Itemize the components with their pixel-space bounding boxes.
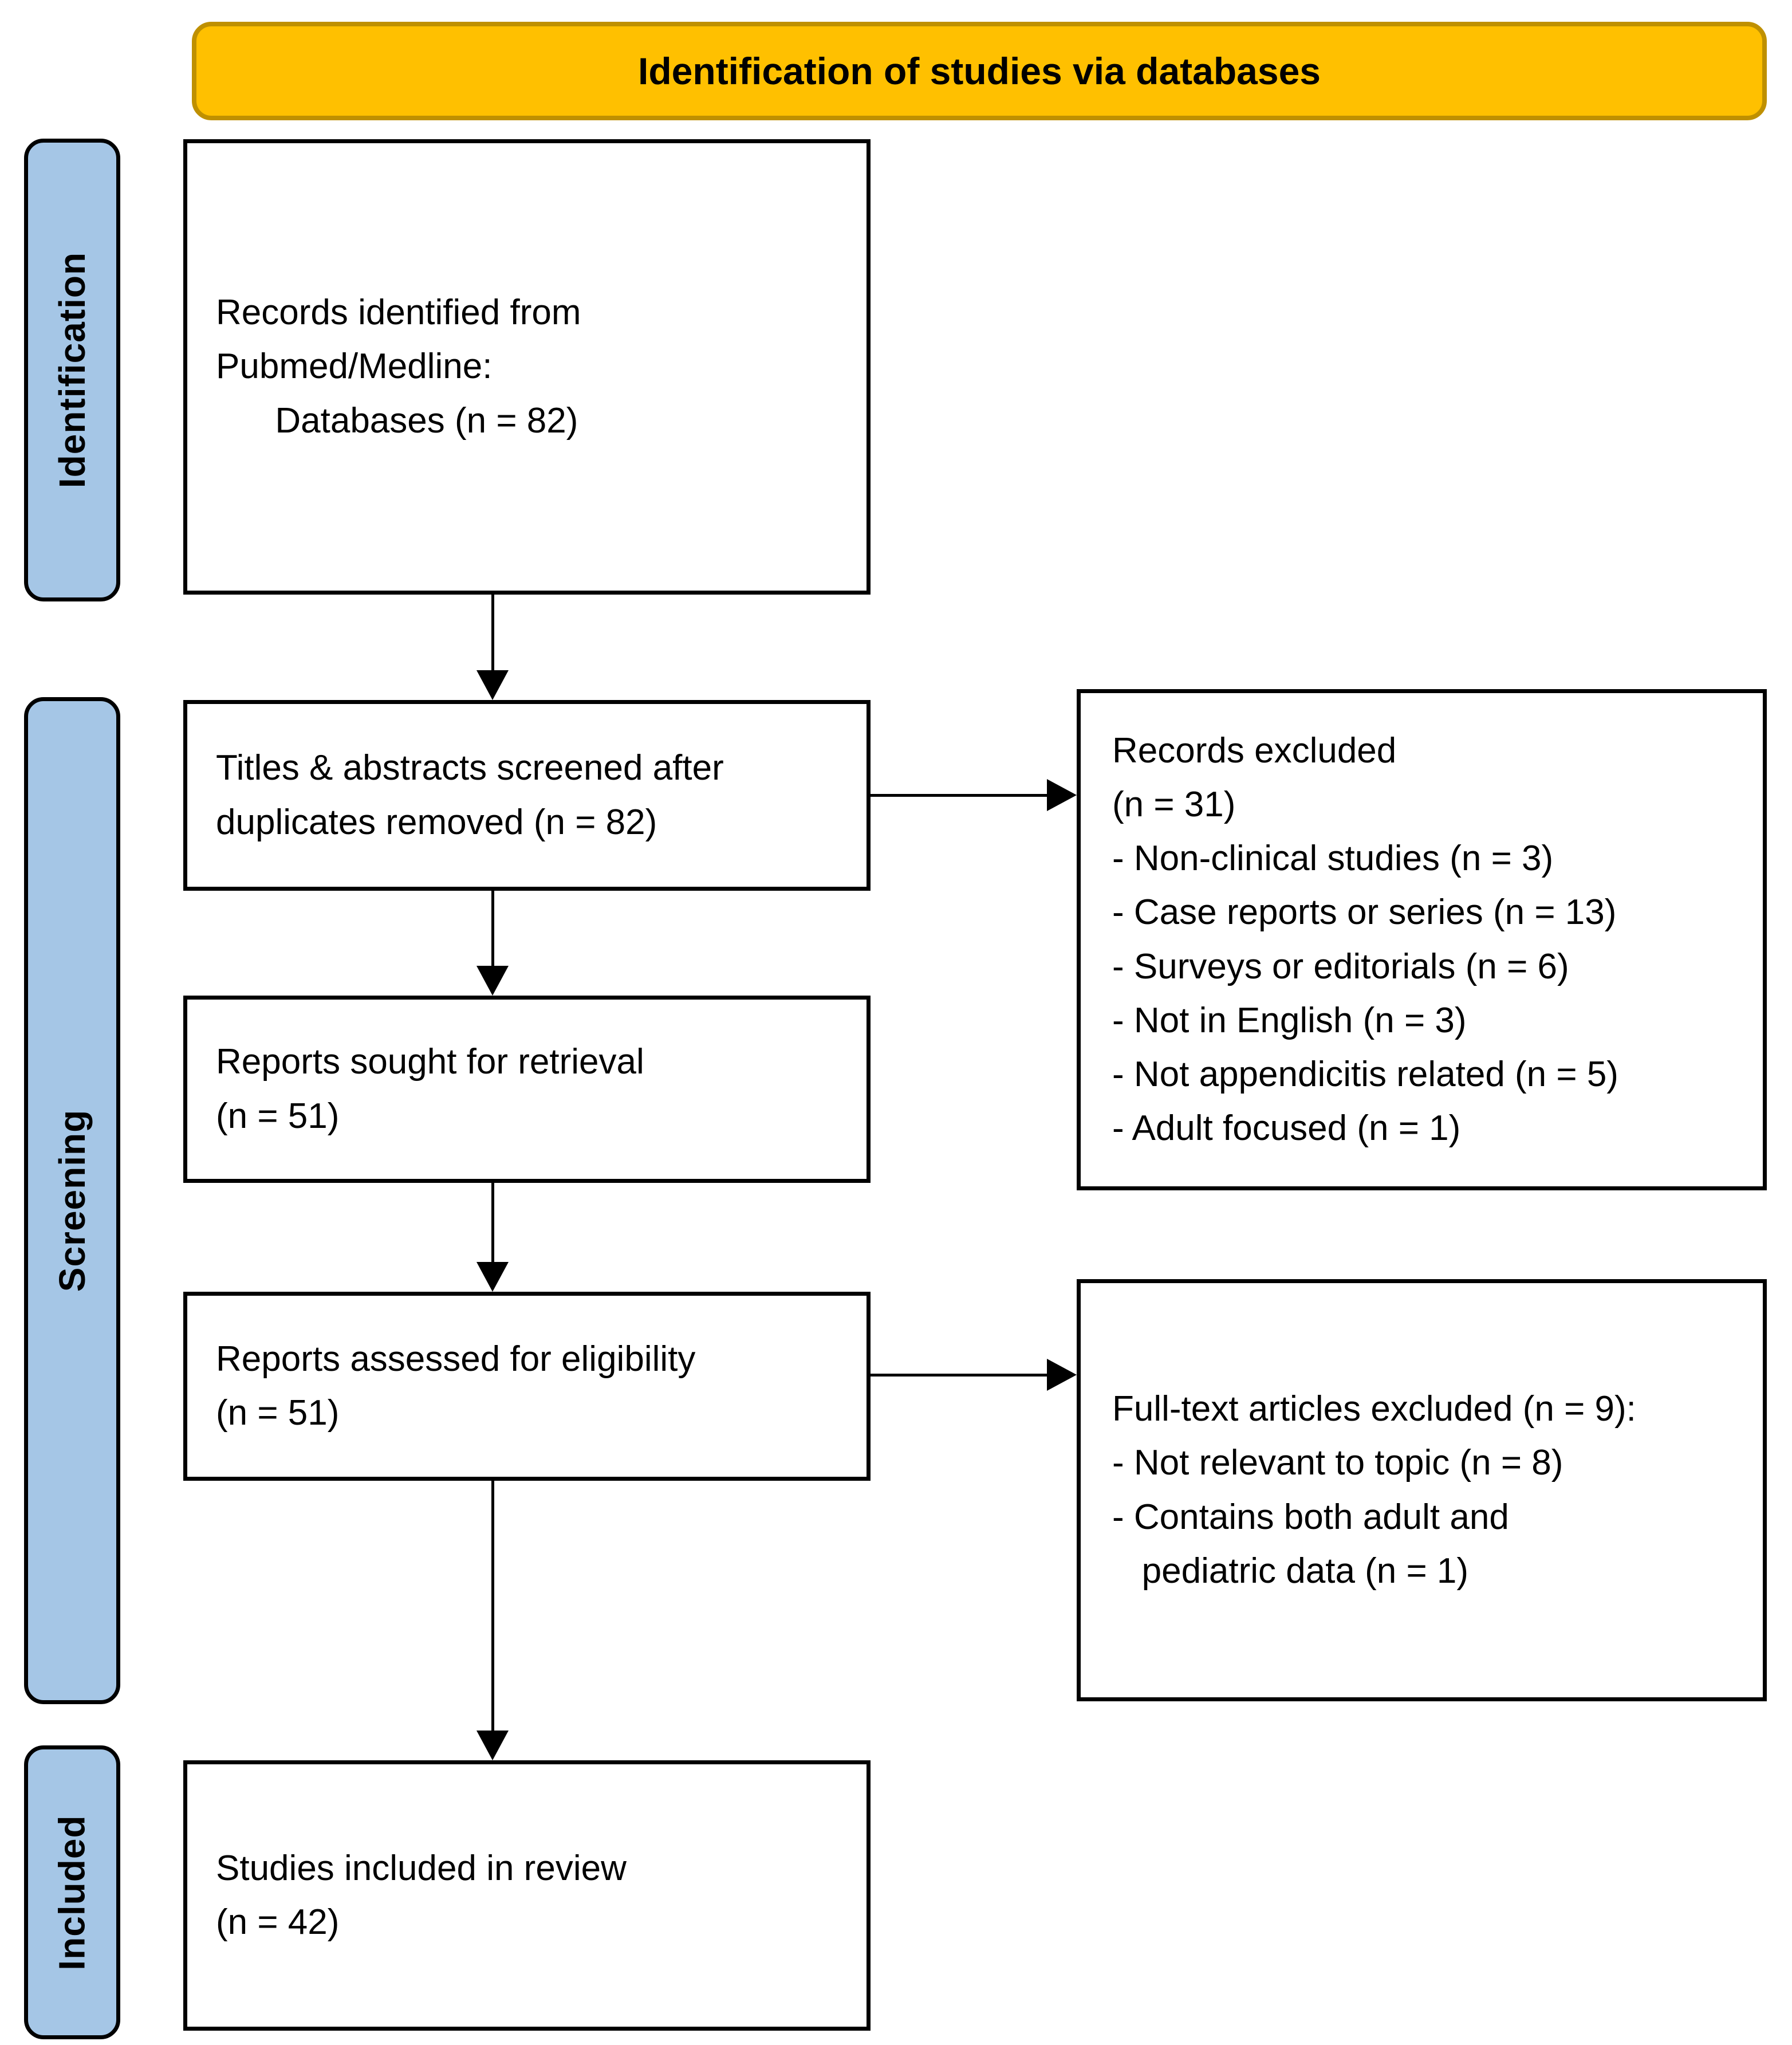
flow-box-studies-included: Studies included in review (n = 42) <box>183 1760 871 2031</box>
arrowhead-right-icon <box>1047 779 1077 811</box>
banner-identification-of-studies: Identification of studies via databases <box>192 22 1767 120</box>
box-text: Reports assessed for eligibility (n = 51… <box>216 1339 696 1433</box>
stage-bar-label: Included <box>52 1814 93 1971</box>
arrow-line <box>491 1183 494 1263</box>
flow-box-reports-assessed: Reports assessed for eligibility (n = 51… <box>183 1292 871 1481</box>
stage-bar-identification: Identification <box>24 139 120 601</box>
arrowhead-right-icon <box>1047 1359 1077 1391</box>
banner-label: Identification of studies via databases <box>638 50 1321 92</box>
box-text: Full-text articles excluded (n = 9): - N… <box>1112 1389 1636 1591</box>
arrow-line <box>491 1481 494 1732</box>
flow-box-titles-abstracts-screened: Titles & abstracts screened after duplic… <box>183 700 871 891</box>
arrow-line <box>871 1374 1048 1377</box>
stage-bar-included: Included <box>24 1745 120 2039</box>
stage-bar-screening: Screening <box>24 697 120 1704</box>
flow-box-records-excluded: Records excluded (n = 31) - Non-clinical… <box>1077 689 1767 1190</box>
box-text: Records excluded (n = 31) - Non-clinical… <box>1112 730 1618 1149</box>
flow-box-records-identified: Records identified from Pubmed/Medline: … <box>183 139 871 595</box>
arrowhead-down-icon <box>476 1262 509 1292</box>
arrowhead-down-icon <box>476 1731 509 1760</box>
flow-box-fulltext-excluded: Full-text articles excluded (n = 9): - N… <box>1077 1279 1767 1701</box>
box-text: Records identified from Pubmed/Medline: … <box>216 293 581 441</box>
arrow-line <box>491 891 494 967</box>
arrowhead-down-icon <box>476 966 509 996</box>
arrow-line <box>491 595 494 673</box>
arrow-line <box>871 794 1048 797</box>
box-text: Titles & abstracts screened after duplic… <box>216 748 724 842</box>
stage-bar-label: Identification <box>52 251 93 489</box>
stage-bar-label: Screening <box>52 1109 93 1292</box>
box-text: Studies included in review (n = 42) <box>216 1848 627 1942</box>
box-text: Reports sought for retrieval (n = 51) <box>216 1042 644 1136</box>
flow-box-reports-sought: Reports sought for retrieval (n = 51) <box>183 996 871 1183</box>
arrowhead-down-icon <box>476 670 509 700</box>
